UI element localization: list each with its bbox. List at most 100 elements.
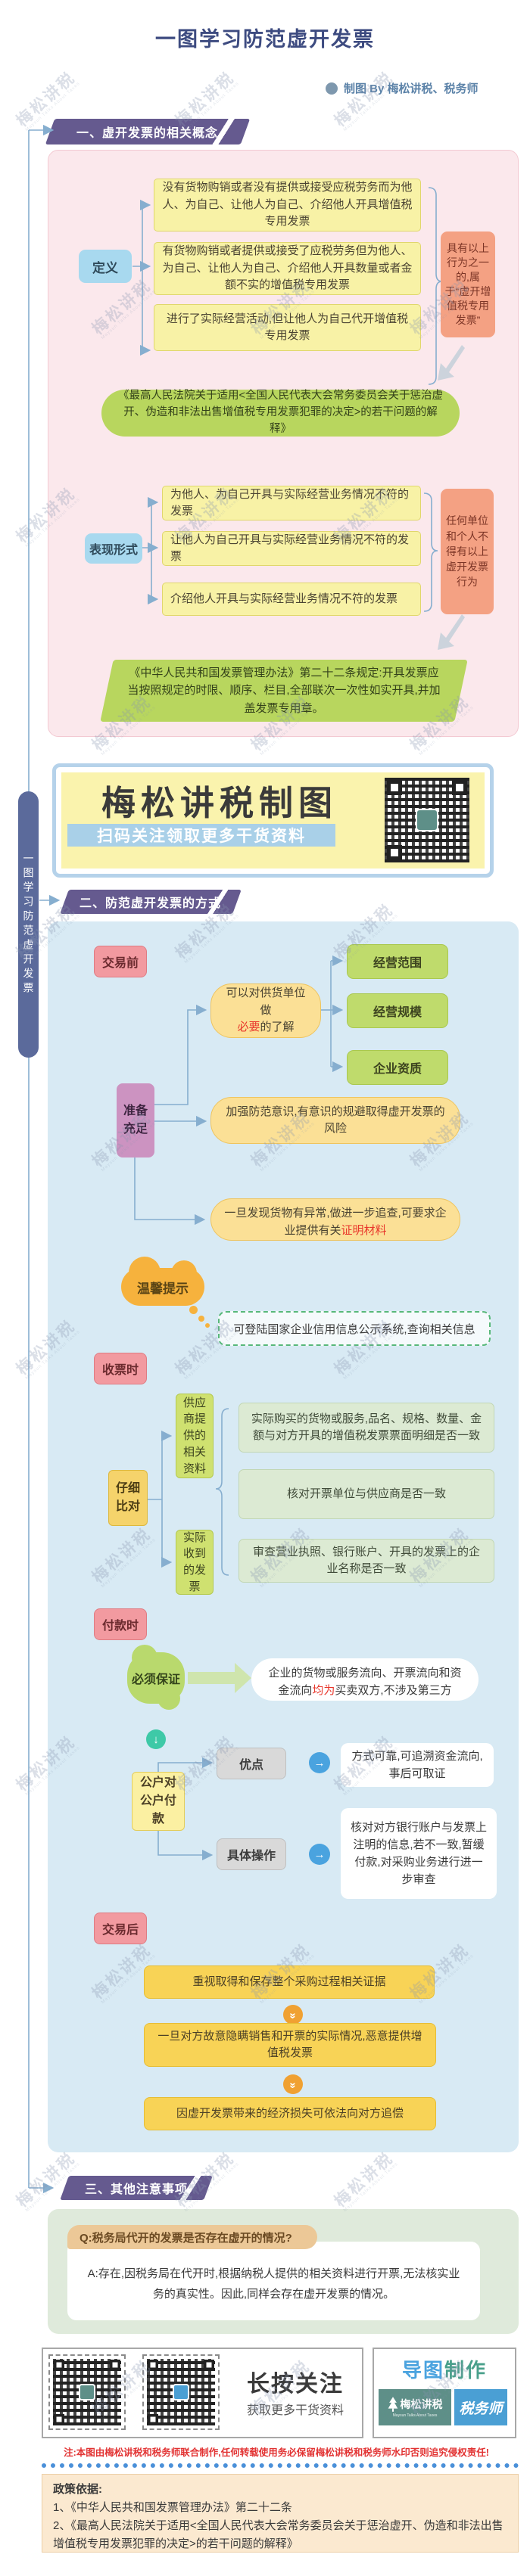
qr-finder-icon — [452, 780, 467, 795]
byline: 制图 By 梅松讲税、税务师 — [344, 82, 479, 95]
map-maker-title: 导图制作 — [373, 2356, 516, 2382]
after-item-2: 一旦对方故意隐瞒销售和开票的实际情况,恶意提供增值税发票 — [144, 2023, 436, 2067]
fat-right-arrow-icon — [188, 1663, 251, 1693]
awareness-note: 加强防范意识,有意识的规避取得虚开发票的风险 — [210, 1097, 460, 1144]
qa-answer-box: A:存在,因税务局在代开时,根据纳税人提供的相关资料进行开票,无法核实业务的真实… — [67, 2242, 480, 2320]
operation-text: 核对对方银行账户与发票上注明的信息,若不一致,暂缓付款,对采购业务进行进一步审查 — [341, 1808, 497, 1899]
policy-item-2: 2、《最高人民法院关于适用<全国人民代表大会常务委员会关于惩治虚开、伪造和非法出… — [53, 2519, 504, 2550]
aspect-business-scale: 经营规模 — [347, 993, 448, 1028]
brand-badge-secondary: 税务师 — [454, 2389, 507, 2425]
know-supplier-em: 必要 — [237, 1021, 260, 1034]
double-chevron-down-icon: » — [283, 2074, 303, 2094]
know-supplier-note: 可以对供货单位做必要的了解 — [210, 983, 321, 1038]
form-item-3: 介绍他人开具与实际经营业务情况不符的发票 — [162, 583, 421, 616]
know-supplier-post: 的了解 — [260, 1021, 295, 1034]
stage-payment: 付款时 — [94, 1608, 147, 1640]
dotted-divider — [42, 2463, 519, 2468]
form-item-2: 让他人为自己开具与实际经营业务情况不符的发票 — [162, 531, 421, 566]
qr-center-logo — [416, 809, 438, 831]
byline-row: 制图 By 梅松讲税、税务师 — [326, 80, 515, 96]
must-ensure-label: 必须保证 — [131, 1673, 180, 1686]
advantage-text: 方式可靠,可追溯资金流向,事后可取证 — [341, 1743, 494, 1787]
qr-finder-icon — [148, 2414, 158, 2425]
qr-finder-icon — [110, 2360, 120, 2370]
aspect-business-scope: 经营范围 — [347, 944, 448, 979]
banner-subtitle: 扫码关注领取更多干货资料 — [67, 824, 335, 847]
side-tab-label: 一图学习防范虚开发票 — [22, 853, 35, 996]
brand-primary-label: 梅松讲税 — [400, 2398, 443, 2410]
cloud-dot-icon — [198, 1316, 204, 1322]
double-chevron-down-icon: » — [283, 2005, 303, 2024]
definition-label: 定义 — [79, 250, 132, 283]
definition-item-3: 进行了实际经营活动,但让他人为自己代开增值税专用发票 — [154, 304, 421, 351]
qr-finder-icon — [148, 2360, 158, 2370]
payment-method: 公户对公户付款 — [132, 1772, 185, 1831]
copyright-note: 注:本图由梅松讲税和税务师联合制作,任何转载使用务必保留梅松讲税和税务师水印否则… — [64, 2447, 489, 2458]
compare-source-supplier: 供应商提供的相关资料 — [176, 1394, 214, 1478]
author-avatar-dot — [326, 82, 338, 95]
qr-center-logo — [173, 2384, 189, 2400]
after-item-1: 重视取得和保存整个采购过程相关证据 — [144, 1965, 435, 1999]
follow-subtitle: 获取更多干货资料 — [246, 2404, 344, 2417]
prepare-label: 准备充足 — [117, 1083, 154, 1157]
follow-title: 长按关注 — [247, 2372, 344, 2397]
know-supplier-pre: 可以对供货单位做 — [226, 987, 306, 1017]
follow-qr-primary — [53, 2359, 121, 2425]
must-em: 均为 — [312, 1684, 335, 1698]
definition-item-1: 没有货物购销或者没有提供或接受应税劳务而为他人、为自己、让他人为自己、介绍他人开… — [154, 179, 421, 231]
must-ensure-text: 企业的货物或服务流向、开票流向和资金流向均为买卖双方,不涉及第三方 — [251, 1658, 479, 1701]
banner-qr-code — [385, 778, 469, 862]
qr-finder-icon — [54, 2360, 64, 2370]
abnormal-note: 一旦发现货物有异常,做进一步追查,可要求企业提供有关证明材料 — [210, 1198, 460, 1241]
qa-question-pill: Q:税务局代开的发票是否存在虚开的情况? — [67, 2225, 317, 2249]
banner-title: 梅松讲税制图 — [101, 783, 338, 822]
down-arrow-icon: ↓ — [146, 1729, 166, 1749]
compare-check-3: 审查营业执照、银行账户、开具的发票上的企业名称是否一致 — [238, 1539, 494, 1583]
compare-source-received: 实际收到的发票 — [176, 1530, 214, 1595]
qr-finder-icon — [387, 780, 402, 795]
policy-item-1: 1、《中华人民共和国发票管理办法》第二十二条 — [53, 2501, 292, 2514]
stage-receive-invoice: 收票时 — [94, 1353, 147, 1384]
cloud-dot-icon — [205, 1323, 210, 1328]
follow-qr-secondary — [147, 2359, 215, 2425]
tip-cloud-label: 温馨提示 — [137, 1281, 189, 1296]
after-item-3: 因虚开发票带来的经济损失可依法向对方追偿 — [144, 2097, 436, 2130]
qr-finder-icon — [54, 2414, 64, 2425]
stage-after-trade: 交易后 — [94, 1913, 147, 1944]
abnormal-pre: 一旦发现货物有异常,做进一步追查,可要求企业提供有关 — [224, 1207, 447, 1237]
regulation-text: 《中华人民共和国发票管理办法》第二十二条规定:开具发票应当按照规定的时限、顺序、… — [127, 667, 441, 715]
operation-label: 具体操作 — [217, 1838, 286, 1870]
compare-check-1: 实际购买的货物或服务,品名、规格、数量、金额与对方开具的增值税发票票面明细是否一… — [238, 1403, 494, 1453]
right-arrow-icon: → — [309, 1752, 330, 1773]
page-title: 一图学习防范虚开发票 — [155, 28, 375, 51]
cloud-dot-icon — [189, 1306, 198, 1314]
forms-conclusion: 任何单位和个人不得有以上虚开发票行为 — [441, 489, 494, 614]
qr-center-logo — [79, 2384, 95, 2400]
gray-arrow-icon — [438, 614, 465, 650]
qr-finder-icon — [387, 845, 402, 860]
abnormal-em: 证明材料 — [341, 1223, 387, 1237]
gray-arrow-icon — [438, 345, 465, 381]
policy-box: 政策依据: 1、《中华人民共和国发票管理办法》第二十二条 2、《最高人民法院关于… — [42, 2474, 519, 2553]
policy-title: 政策依据: — [53, 2483, 102, 2496]
compare-check-2: 核对开票单位与供应商是否一致 — [238, 1469, 494, 1519]
map-title-part1: 导图 — [401, 2358, 444, 2382]
aspect-enterprise-qualification: 企业资质 — [347, 1050, 448, 1085]
form-item-1: 为他人、为自己开具与实际经营业务情况不符的发票 — [162, 486, 421, 520]
definition-conclusion: 具有以上行为之一的,属于“虚开增值税专用发票” — [441, 231, 495, 337]
stage-before-trade: 交易前 — [94, 946, 147, 977]
qr-frame — [48, 2354, 126, 2430]
brand-primary-sub: Maysun Talks About Taxes — [392, 2413, 438, 2418]
must-post: 买卖双方,不涉及第三方 — [335, 1684, 452, 1698]
qr-frame — [142, 2354, 220, 2430]
qr-finder-icon — [204, 2360, 214, 2370]
advantage-label: 优点 — [217, 1748, 286, 1779]
must-ensure-blob: 必须保证 — [127, 1645, 185, 1710]
pine-tree-icon — [388, 2397, 398, 2412]
tip-text-box: 可登陆国家企业信用信息公示系统,查询相关信息 — [218, 1311, 491, 1346]
map-title-part2: 制作 — [444, 2358, 488, 2382]
forms-label: 表现形式 — [85, 533, 142, 564]
definition-item-2: 有货物购销或者提供或接受了应税劳务但为他人、为自己、让他人为自己、介绍他人开具数… — [154, 242, 421, 295]
brand-badge-primary: 梅松讲税 Maysun Talks About Taxes — [379, 2389, 451, 2425]
